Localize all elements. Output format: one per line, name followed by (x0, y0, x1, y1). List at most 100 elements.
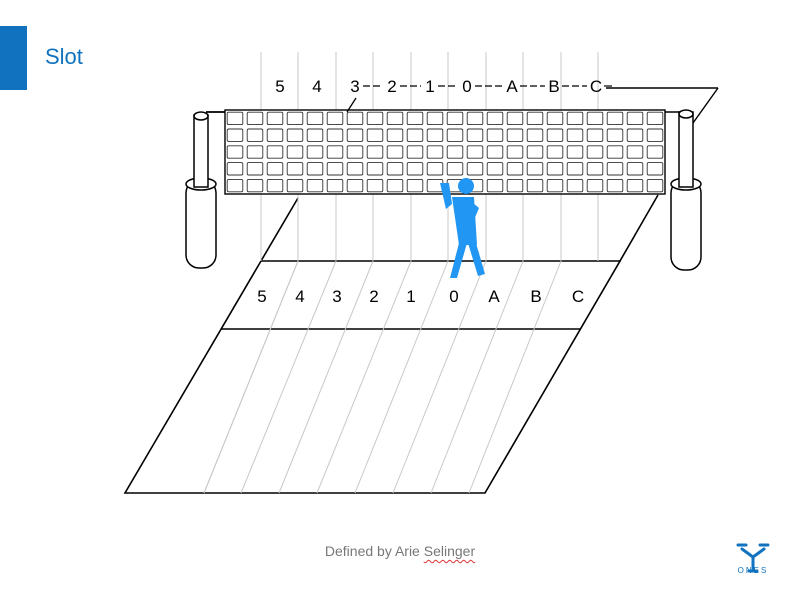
net-cell (506, 145, 524, 159)
net-cell (526, 178, 544, 193)
accent-bar (0, 26, 27, 90)
net (206, 109, 688, 195)
net-cell (486, 145, 504, 159)
net-cell (406, 111, 424, 126)
net-cell (586, 128, 604, 142)
net-cell (366, 111, 384, 126)
net-cell (366, 128, 384, 142)
net-cell (626, 111, 644, 126)
slot-line-floor (316, 260, 412, 494)
net-slot-label: 0 (462, 77, 471, 96)
net-cell (246, 178, 264, 193)
net-cell (466, 145, 484, 159)
net-cell (626, 178, 644, 193)
net-cell (306, 178, 324, 193)
net-cell (586, 145, 604, 159)
net-cell (646, 162, 664, 176)
net-cell (386, 162, 404, 176)
net-cell (286, 162, 304, 176)
ones-logo-icon (736, 543, 770, 573)
net-cell (486, 111, 504, 126)
net-cell (626, 162, 644, 176)
net-cell (286, 145, 304, 159)
net-cell (526, 111, 544, 126)
court-left-edge-to-net (260, 197, 299, 262)
net-cell (406, 178, 424, 193)
net-cell (446, 111, 464, 126)
net-cell (226, 162, 244, 176)
net-cell (346, 128, 364, 142)
net-cell (466, 111, 484, 126)
slot-line-floor (354, 260, 449, 494)
net-cell (506, 178, 524, 193)
court-slot-label: B (530, 287, 541, 306)
net-cell (446, 145, 464, 159)
net-cell (526, 145, 544, 159)
net-slot-label: C (590, 77, 602, 96)
footer-credit-prefix: Defined by Arie (324, 543, 424, 559)
footer-credit: Defined by Arie Selinger (0, 543, 800, 559)
net-cell (306, 145, 324, 159)
net-cell (606, 128, 624, 142)
net-cell (446, 128, 464, 142)
net-cell (526, 162, 544, 176)
net-cell (586, 162, 604, 176)
right-post (670, 109, 702, 271)
net-cell (406, 162, 424, 176)
net-cell (246, 145, 264, 159)
net-cell (626, 128, 644, 142)
net-cell (226, 178, 244, 193)
net-cell (366, 162, 384, 176)
net-slot-label: B (548, 77, 559, 96)
net-cell (646, 178, 664, 193)
net-cell (466, 128, 484, 142)
net-cell (426, 178, 444, 193)
net-cell (246, 111, 264, 126)
net-cell (386, 111, 404, 126)
court-floor (123, 260, 622, 494)
net-cell (386, 128, 404, 142)
court-slot-label: 4 (295, 287, 304, 306)
court-slot-label: 2 (369, 287, 378, 306)
net-cell (226, 111, 244, 126)
net-cell (386, 145, 404, 159)
court-slot-label: C (572, 287, 584, 306)
slot-line-floor (392, 260, 487, 494)
net-cell (646, 145, 664, 159)
net-cell (426, 128, 444, 142)
net-cell (546, 145, 564, 159)
net-cell (246, 162, 264, 176)
net-cell (586, 178, 604, 193)
net-cell (306, 128, 324, 142)
net-cell (466, 162, 484, 176)
net-cell (326, 162, 344, 176)
court-right-edge-to-net (619, 194, 659, 262)
net-cell (546, 128, 564, 142)
net-cell (406, 128, 424, 142)
net-cell (566, 178, 584, 193)
net-cell (586, 111, 604, 126)
net-cell (606, 145, 624, 159)
net-cell (326, 128, 344, 142)
net-cell (226, 128, 244, 142)
net-cell (486, 178, 504, 193)
net-cell (346, 162, 364, 176)
net-label-pointer (346, 97, 357, 113)
net-cell (286, 111, 304, 126)
slide-title: Slot (45, 44, 83, 69)
slot-line-floor (430, 260, 524, 494)
net-cell (546, 178, 564, 193)
slot-line-floor (240, 260, 337, 494)
net-slot-label: 4 (312, 77, 321, 96)
net-cell (406, 145, 424, 159)
net-cell (366, 145, 384, 159)
net-cell (266, 128, 284, 142)
slot-line-floor (278, 260, 374, 494)
net-cell (286, 128, 304, 142)
net-cell (606, 178, 624, 193)
net-cell (326, 145, 344, 159)
net-cell (646, 111, 664, 126)
slot-line-floor (468, 260, 562, 494)
